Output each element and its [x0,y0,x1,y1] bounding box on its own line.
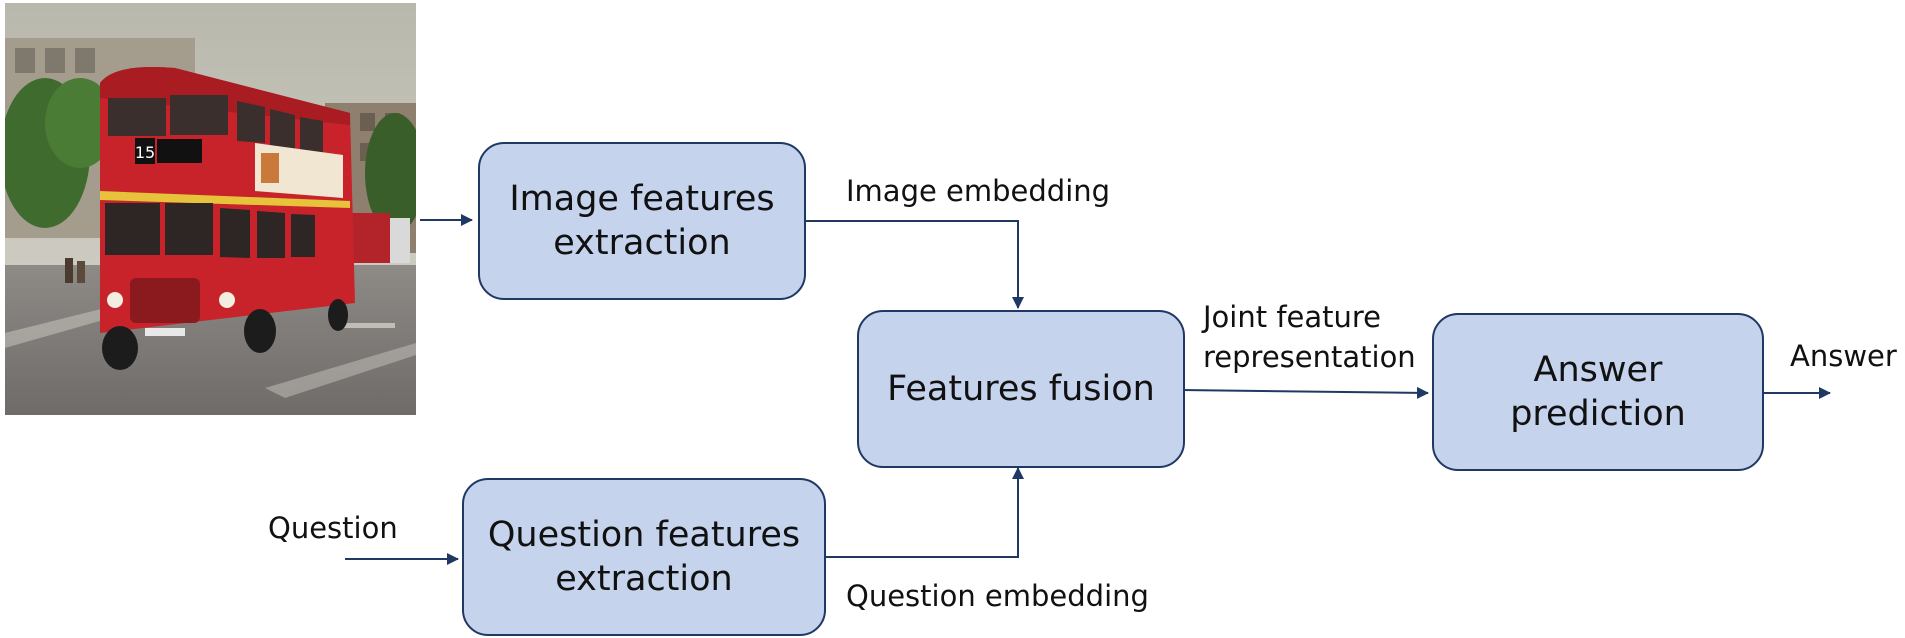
bus-photo: 15 [5,3,416,415]
svg-text:15: 15 [135,143,155,162]
image-embedding-arrow [803,220,1024,309]
image-embedding-label: Image embedding [846,174,1111,208]
question-features-extraction-box: Question features extraction [462,478,826,636]
features-fusion-box: Features fusion [857,310,1185,468]
answer-output-label: Answer [1790,339,1897,373]
question-features-extraction-label: Question features extraction [487,515,801,599]
joint-representation-arrow [1180,386,1429,399]
red-double-decker-bus-photo: 15 [5,3,416,415]
answer-prediction-box: Answer prediction [1432,313,1764,471]
features-fusion-label: Features fusion [887,369,1155,409]
question-input-label: Question [268,511,398,545]
joint-feature-representation-label: Joint feature representation [1203,300,1416,374]
question-embedding-arrow [823,467,1024,558]
answer-prediction-label: Answer prediction [1510,350,1686,434]
image-features-extraction-box: Image features extraction [478,142,806,300]
image-features-extraction-label: Image features extraction [509,179,775,263]
question-embedding-label: Question embedding [846,579,1149,613]
